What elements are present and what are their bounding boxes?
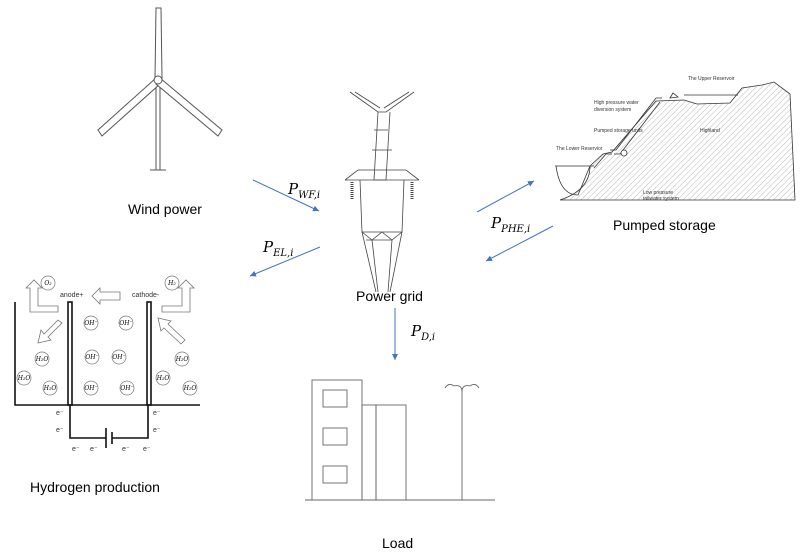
load-label: Load bbox=[382, 535, 414, 551]
svg-text:anode+: anode+ bbox=[60, 292, 84, 299]
svg-text:OH⁻: OH⁻ bbox=[84, 385, 97, 392]
svg-text:OH⁻: OH⁻ bbox=[85, 354, 98, 361]
svg-text:H₂O: H₂O bbox=[175, 356, 189, 363]
svg-text:Pumped storage units: Pumped storage units bbox=[594, 128, 643, 134]
arrow-grid-to-electrolyzer bbox=[249, 246, 321, 277]
svg-text:e⁻: e⁻ bbox=[72, 446, 80, 453]
flow-label-wind: PWF,i bbox=[288, 180, 321, 201]
svg-text:Low pressure: Low pressure bbox=[643, 190, 673, 196]
svg-text:H₂O: H₂O bbox=[183, 385, 197, 392]
svg-text:cathode-: cathode- bbox=[132, 292, 160, 299]
wind-turbine-icon bbox=[97, 7, 223, 171]
flow-arrows bbox=[249, 179, 554, 360]
pumped-storage-label: Pumped storage bbox=[613, 217, 716, 233]
svg-text:e⁻: e⁻ bbox=[153, 427, 161, 434]
svg-text:OH⁻: OH⁻ bbox=[119, 320, 132, 327]
svg-text:e⁻: e⁻ bbox=[56, 427, 64, 434]
arrow-wind-to-grid bbox=[252, 179, 320, 212]
svg-text:tailwater system: tailwater system bbox=[643, 196, 679, 202]
svg-text:OH⁻: OH⁻ bbox=[112, 354, 125, 361]
svg-text:e⁻: e⁻ bbox=[153, 410, 161, 417]
svg-text:H₂: H₂ bbox=[167, 280, 176, 287]
svg-text:e⁻: e⁻ bbox=[143, 446, 151, 453]
svg-text:e⁻: e⁻ bbox=[56, 410, 64, 417]
pumped-storage-icon: The Upper Reservoir High pressure water … bbox=[555, 76, 796, 202]
electrolyzer-icon: O₂ H₂ H₂O H₂O H₂O OH⁻ OH⁻ OH⁻ OH⁻ OH⁻ OH⁻ H₂O H… bbox=[14, 275, 200, 453]
wind-power-label: Wind power bbox=[128, 201, 202, 217]
svg-text:O₂: O₂ bbox=[44, 280, 52, 287]
hydrogen-production-label: Hydrogen production bbox=[30, 479, 160, 495]
arrow-grid-to-pumped bbox=[476, 180, 535, 213]
svg-text:e⁻: e⁻ bbox=[90, 446, 98, 453]
power-grid-label: Power grid bbox=[356, 288, 423, 304]
svg-text:H₂O: H₂O bbox=[43, 385, 57, 392]
flow-label-electrolyzer: PEL,i bbox=[263, 238, 294, 259]
svg-text:High pressure water: High pressure water bbox=[594, 100, 639, 106]
svg-text:The Upper Reservoir: The Upper Reservoir bbox=[688, 76, 735, 82]
flow-label-load: PD,i bbox=[411, 322, 436, 343]
load-buildings-icon bbox=[305, 379, 495, 501]
svg-text:H₂O: H₂O bbox=[17, 375, 31, 382]
svg-text:OH⁻: OH⁻ bbox=[84, 320, 97, 327]
transmission-tower-icon bbox=[344, 91, 420, 293]
svg-text:H₂O: H₂O bbox=[156, 375, 170, 382]
svg-text:Highland: Highland bbox=[700, 128, 720, 134]
svg-text:OH⁻: OH⁻ bbox=[120, 385, 133, 392]
flow-label-pumped: PPHE,i bbox=[491, 214, 531, 235]
svg-text:The Lower Reservior: The Lower Reservior bbox=[556, 146, 603, 152]
svg-text:diversion system: diversion system bbox=[594, 107, 631, 113]
svg-text:e⁻: e⁻ bbox=[122, 446, 130, 453]
svg-text:H₂O: H₂O bbox=[35, 356, 49, 363]
arrow-pumped-to-grid bbox=[485, 225, 554, 262]
